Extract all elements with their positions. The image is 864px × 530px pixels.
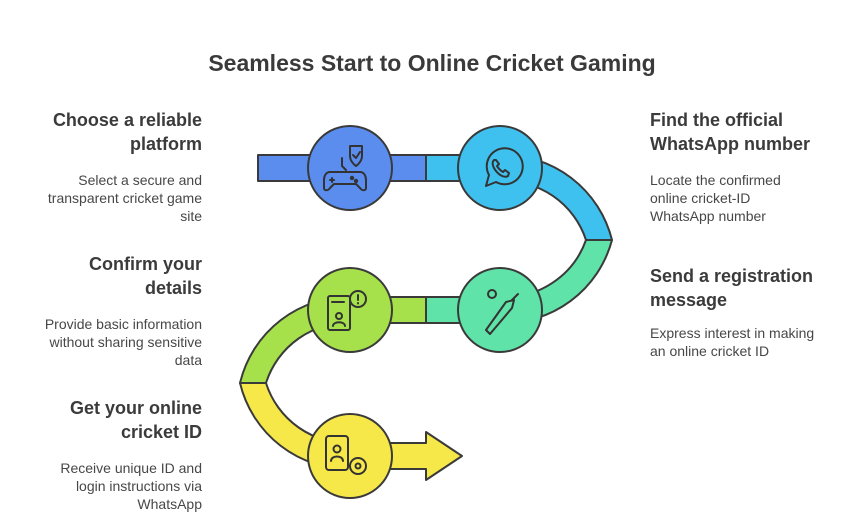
step-4-heading-line-2: details: [144, 278, 202, 298]
step-1-heading-line-1: Choose a reliable: [52, 110, 202, 130]
step-1-heading-line-2: platform: [130, 134, 202, 154]
step-3-heading: Send a registration message: [650, 264, 850, 312]
step-2-description: Locate the confirmed online cricket-ID W…: [650, 171, 840, 225]
step-3-desc-line-2: an online cricket ID: [650, 343, 770, 359]
step-3-description: Express interest in making an online cri…: [650, 324, 840, 360]
step-4-desc-line-2: without sharing sensitive: [49, 334, 202, 350]
step-2-desc-line-3: WhatsApp number: [650, 208, 766, 224]
step-1-desc-line-1: Select a secure and: [78, 172, 202, 188]
gamepad-shield-icon: [323, 145, 367, 192]
step-2-heading: Find the official WhatsApp number: [650, 108, 850, 156]
step-2-heading-line-2: WhatsApp number: [650, 134, 810, 154]
diagram-title: Seamless Start to Online Cricket Gaming: [208, 50, 656, 76]
step-1-desc-line-3: site: [180, 208, 202, 224]
step-5-circle: [307, 413, 393, 499]
step-5-heading-line-1: Get your online: [69, 398, 202, 418]
whatsapp-icon: [485, 147, 524, 187]
step-5-desc-line-1: Receive unique ID and: [60, 460, 202, 476]
step-2-heading-line-1: Find the official: [650, 110, 783, 130]
id-card-icon: [325, 435, 367, 475]
step-2-desc-line-2: online cricket-ID: [650, 190, 751, 206]
step-4-heading: Confirm your details: [2, 252, 202, 300]
step-2-desc-line-1: Locate the confirmed: [650, 172, 781, 188]
step-1-desc-line-2: transparent cricket game: [47, 190, 202, 206]
step-1-circle: [307, 125, 393, 211]
step-3-heading-line-1: Send a registration: [650, 266, 814, 286]
step-3-heading-line-2: message: [650, 290, 728, 310]
step-4-desc-line-1: Provide basic information: [44, 316, 202, 332]
step-5-desc-line-3: WhatsApp: [137, 496, 202, 512]
step-5-heading-line-2: cricket ID: [120, 422, 202, 442]
flow-segment-5-arrow: [239, 382, 463, 481]
step-3-desc-line-1: Express interest in making: [650, 325, 815, 341]
step-5-heading: Get your online cricket ID: [2, 396, 202, 444]
step-4-heading-line-1: Confirm your: [88, 254, 202, 274]
step-5-description: Receive unique ID and login instructions…: [12, 459, 202, 513]
cricket-bat-icon: [485, 289, 519, 335]
user-alert-icon: [327, 290, 367, 331]
step-1-description: Select a secure and transparent cricket …: [12, 171, 202, 225]
step-2-circle: [457, 125, 543, 211]
step-4-desc-line-3: data: [174, 352, 202, 368]
step-4-description: Provide basic information without sharin…: [12, 315, 202, 369]
step-1-heading: Choose a reliable platform: [2, 108, 202, 156]
step-5-desc-line-2: login instructions via: [75, 478, 202, 494]
